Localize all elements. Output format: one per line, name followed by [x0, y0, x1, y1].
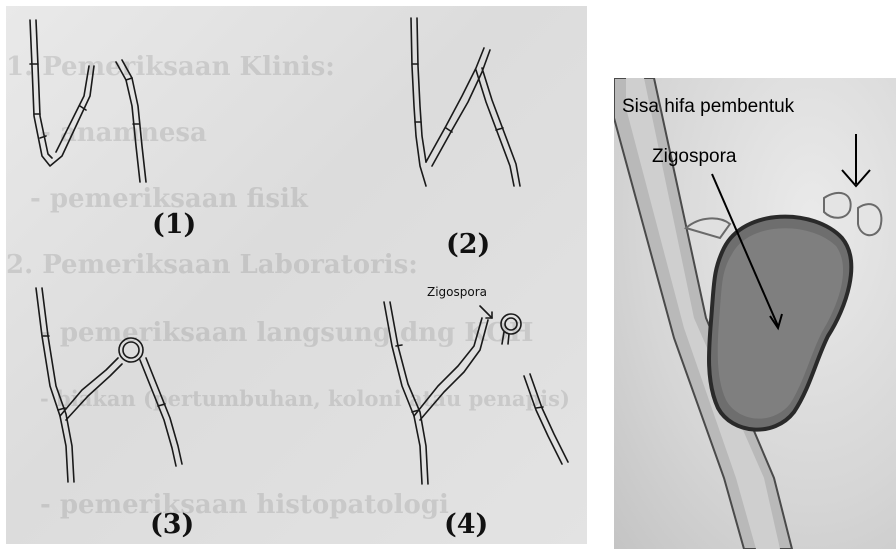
- drawing-panel: 1. Pemeriksaan Klinis: - anamnesa - peme…: [6, 6, 587, 544]
- figure-label-1: (1): [152, 211, 196, 238]
- figure-label-3: (3): [150, 511, 194, 538]
- residual-hypha: [824, 193, 851, 218]
- figure-3-hyphae: [36, 288, 182, 482]
- micrograph-panel: Sisa hifa pembentuk Zigospora: [614, 78, 896, 549]
- residual-hyphae-label: Sisa hifa pembentuk: [622, 96, 794, 118]
- figure-label-4: (4): [444, 511, 488, 538]
- figure-4-hyphae: [384, 302, 568, 484]
- figure-1-hyphae: [30, 20, 146, 182]
- figure-2-hyphae: [411, 18, 520, 186]
- zigospora-small-label: Zigospora: [427, 285, 487, 299]
- zygospore-label: Zigospora: [652, 146, 737, 168]
- figure-label-2: (2): [446, 231, 490, 258]
- hyphae-drawings: [6, 6, 587, 544]
